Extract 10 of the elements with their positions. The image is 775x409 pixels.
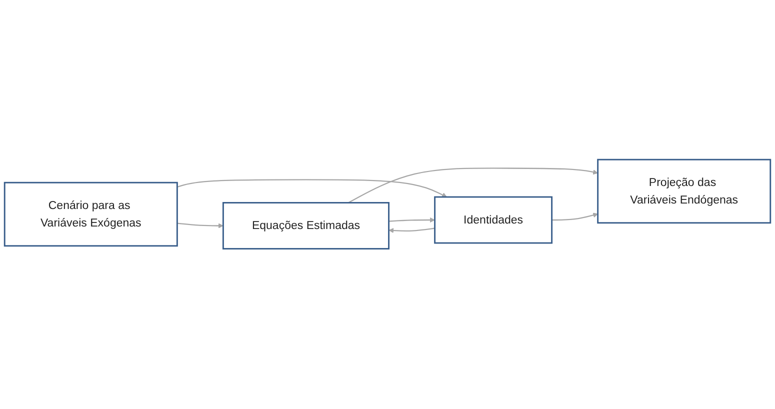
node-box: Cenário para as Variáveis Exógenas <box>4 182 178 247</box>
node-box: Projeção das Variáveis Endógenas <box>597 159 772 224</box>
arrow <box>552 212 598 221</box>
arrow <box>348 168 598 204</box>
arrow <box>177 179 447 198</box>
node-box: Identidades <box>434 196 553 244</box>
arrow <box>388 228 435 234</box>
arrow <box>177 223 224 229</box>
arrow <box>388 218 436 223</box>
node-box: Equações Estimadas <box>222 202 390 250</box>
